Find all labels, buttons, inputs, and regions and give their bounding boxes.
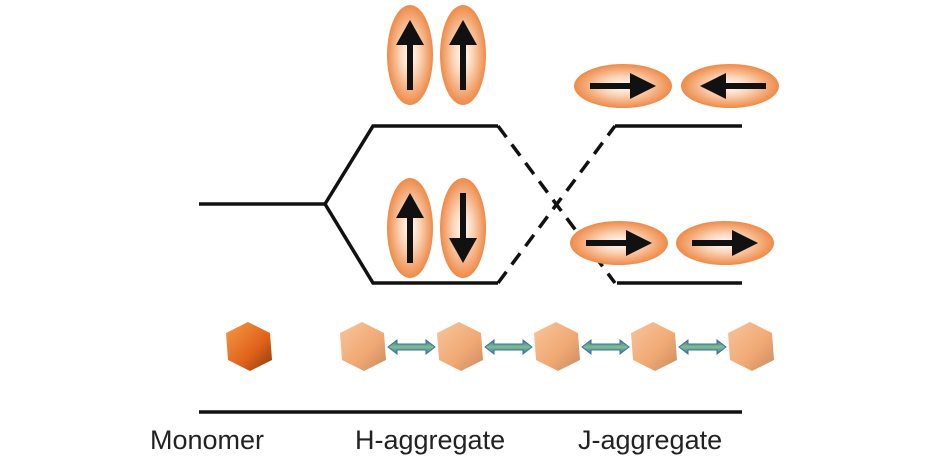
aggregate-cube-icon <box>631 322 677 371</box>
arrow-left-icon <box>700 73 766 99</box>
aggregate-cube-icon <box>534 322 580 371</box>
aggregate-cube-icon <box>340 322 386 371</box>
arrow-up-icon <box>396 20 424 90</box>
coupling-arrow-icon <box>581 338 630 356</box>
h-lower-dipoles <box>387 178 486 278</box>
arrow-down-icon <box>449 193 477 263</box>
label-j-aggregate: J-aggregate <box>578 425 723 455</box>
label-h-aggregate: H-aggregate <box>355 425 506 455</box>
coupling-arrow-icon <box>387 338 436 356</box>
h-upper-dipoles <box>387 5 486 105</box>
arrow-right-icon <box>586 230 652 256</box>
aggregate-chain <box>340 322 774 371</box>
coupling-arrow-icon <box>678 338 727 356</box>
aggregate-cube-icon <box>437 322 483 371</box>
coupling-arrow-icon <box>484 338 533 356</box>
aggregate-cube-icon <box>728 322 774 371</box>
arrow-right-icon <box>590 73 656 99</box>
arrow-up-icon <box>396 193 424 263</box>
j-lower-dipoles <box>570 221 774 265</box>
j-to-h-dashed <box>496 124 617 285</box>
label-monomer: Monomer <box>150 425 265 455</box>
monomer-cube-icon <box>226 322 272 371</box>
arrow-right-icon <box>692 230 758 256</box>
h-split-lower <box>323 203 498 285</box>
j-upper-dipoles <box>574 64 779 108</box>
arrow-up-icon <box>449 20 477 90</box>
h-split-upper <box>323 124 498 205</box>
